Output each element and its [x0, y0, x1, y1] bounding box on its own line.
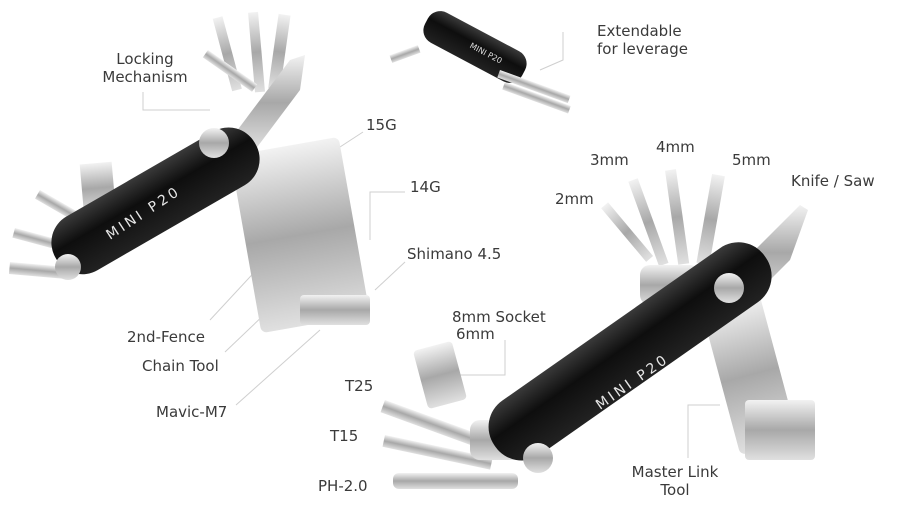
label-t25: T25 [345, 377, 374, 395]
label-2nd-fence: 2nd-Fence [127, 328, 206, 346]
label-mavic: Mavic-M7 [156, 403, 228, 421]
label-6mm: 6mm [456, 325, 495, 343]
label-3mm: 3mm [590, 151, 629, 169]
label-line: Locking [116, 50, 174, 68]
label-shimano: Shimano 4.5 [407, 245, 502, 263]
folded-tool-small: MINI P20 [389, 11, 571, 114]
label-15g: 15G [366, 116, 397, 134]
label-8mm-socket: 8mm Socket [452, 308, 546, 326]
label-14g: 14G [410, 178, 441, 196]
label-4mm: 4mm [656, 138, 695, 156]
leader-lines [142, 32, 720, 458]
label-extendable: Extendable for leverage [597, 22, 688, 58]
label-5mm: 5mm [732, 151, 771, 169]
label-master-link: Master Link Tool [615, 463, 735, 499]
label-line: Mechanism [102, 68, 188, 86]
multitool-right: MINI P20 [380, 169, 815, 489]
label-ph2: PH-2.0 [318, 477, 368, 495]
label-locking-mechanism: Locking Mechanism [80, 50, 210, 86]
label-chain-tool: Chain Tool [142, 357, 219, 375]
label-line: for leverage [597, 40, 689, 58]
label-line: Tool [660, 481, 690, 499]
label-line: Master Link [631, 463, 719, 481]
label-knife-saw: Knife / Saw [791, 172, 875, 190]
label-line: Extendable [597, 22, 682, 40]
label-2mm: 2mm [555, 190, 594, 208]
label-t15: T15 [330, 427, 359, 445]
